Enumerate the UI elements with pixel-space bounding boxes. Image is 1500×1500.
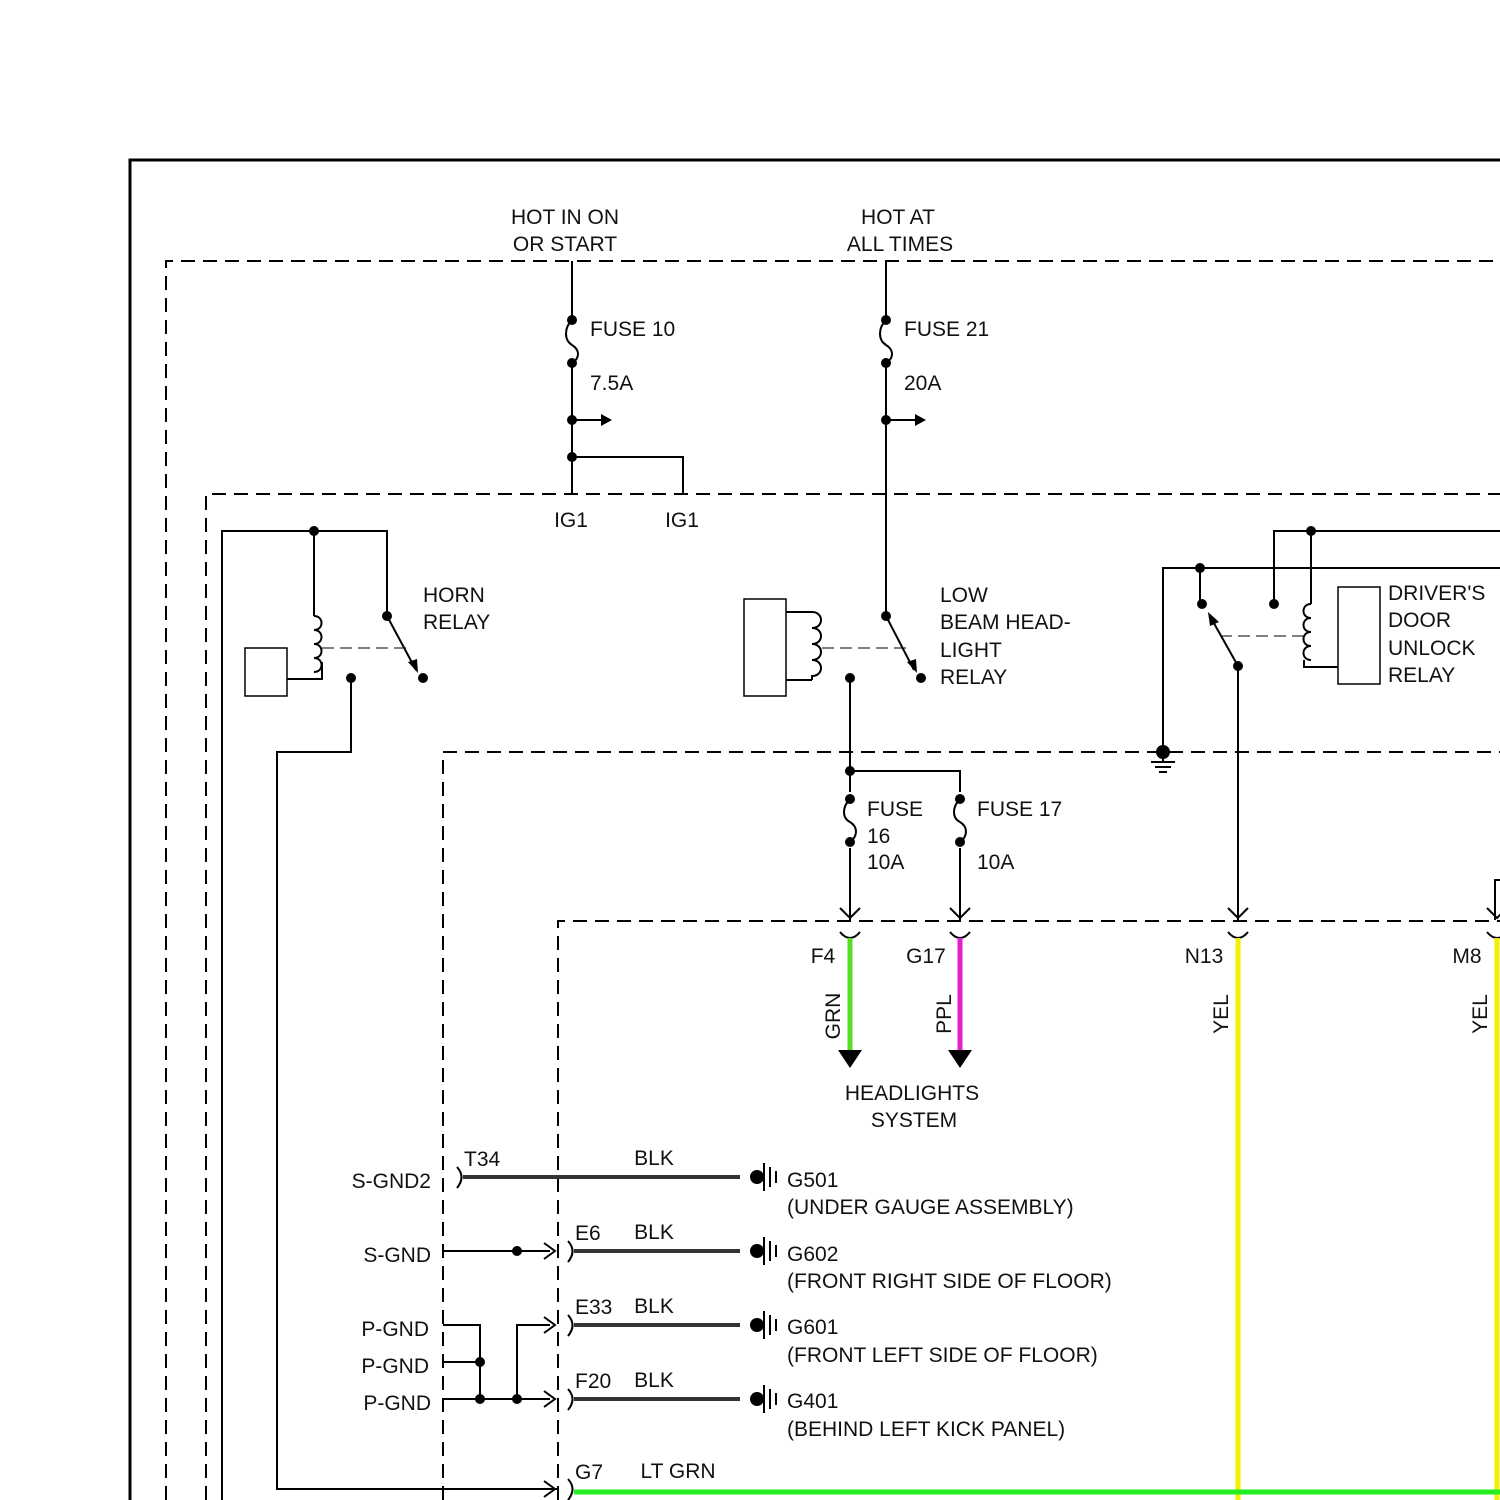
fuse-21-branch [880, 261, 926, 616]
s-gnd-label: S-GND [363, 1244, 431, 1267]
horn-relay [222, 526, 558, 1500]
headlights-system-label-2: SYSTEM [871, 1109, 957, 1132]
low-beam-relay-label-1: LOW [940, 584, 988, 607]
m8-feed-wire [1495, 880, 1500, 920]
fuse-10-name: FUSE 10 [590, 318, 675, 341]
ground-g602-location: (FRONT RIGHT SIDE OF FLOOR) [787, 1270, 1112, 1293]
wire-blk-e33: BLK [634, 1295, 674, 1318]
fuse-21-rating: 20A [904, 372, 941, 395]
p-gnd-label-1: P-GND [361, 1318, 429, 1341]
wire-blk-t34: BLK [634, 1147, 674, 1170]
wire-blk-e6: BLK [634, 1221, 674, 1244]
wire-color-yel-m8: YEL [1469, 994, 1492, 1034]
door-unlock-relay-label-2: DOOR [1388, 609, 1451, 632]
conn-e33: E33 [575, 1296, 612, 1319]
ground-g602: G602 [787, 1243, 838, 1266]
connector-f4: F4 [811, 945, 836, 968]
wire-color-yel-n13: YEL [1210, 994, 1233, 1034]
fuse-box-boundary [166, 261, 1500, 1500]
conn-f20: F20 [575, 1370, 611, 1393]
low-beam-relay [744, 599, 960, 920]
low-beam-relay-label-4: RELAY [940, 666, 1007, 689]
wire-color-ppl: PPL [933, 994, 956, 1034]
outer-frame [130, 160, 1500, 1500]
fuse-16-rating: 10A [867, 851, 904, 874]
headlights-system-label-1: HEADLIGHTS [845, 1082, 979, 1105]
ground-g501-location: (UNDER GAUGE ASSEMBLY) [787, 1196, 1074, 1219]
ground-row-t34 [457, 1163, 776, 1191]
ground-g401: G401 [787, 1390, 838, 1413]
conn-t34: T34 [464, 1148, 501, 1171]
ig1-terminal-a: IG1 [554, 509, 588, 532]
fuse-16-name-1: FUSE [867, 798, 923, 821]
low-beam-relay-label-3: LIGHT [940, 639, 1002, 662]
fuse-17-name: FUSE 17 [977, 798, 1062, 821]
door-unlock-relay-label-4: RELAY [1388, 664, 1455, 687]
fuse-21-name: FUSE 21 [904, 318, 989, 341]
ig1-terminal-b: IG1 [665, 509, 699, 532]
fuse-10-rating: 7.5A [590, 372, 633, 395]
hot-all-times-label-1: HOT AT [861, 206, 935, 229]
conn-e6: E6 [575, 1222, 601, 1245]
arrow-g17 [948, 1050, 972, 1068]
connector-pins [840, 908, 1500, 938]
low-beam-relay-label-2: BEAM HEAD- [940, 611, 1071, 634]
conn-g7: G7 [575, 1461, 603, 1484]
fuse-16-name-2: 16 [867, 825, 890, 848]
connector-n13: N13 [1185, 945, 1224, 968]
hot-on-start-label-1: HOT IN ON [511, 206, 619, 229]
s-gnd2-label: S-GND2 [352, 1170, 431, 1193]
door-unlock-relay-label-3: UNLOCK [1388, 637, 1476, 660]
ground-g501: G501 [787, 1169, 838, 1192]
ground-row-e33-f20 [443, 1311, 776, 1413]
ground-g401-location: (BEHIND LEFT KICK PANEL) [787, 1418, 1065, 1441]
arrow-f4 [838, 1050, 862, 1068]
wire-lt-grn: LT GRN [640, 1460, 715, 1483]
p-gnd-label-3: P-GND [363, 1392, 431, 1415]
hot-on-start-label-2: OR START [513, 233, 617, 256]
ground-g601-location: (FRONT LEFT SIDE OF FLOOR) [787, 1344, 1098, 1367]
ground-g601: G601 [787, 1316, 838, 1339]
wire-blk-f20: BLK [634, 1369, 674, 1392]
p-gnd-label-2: P-GND [361, 1355, 429, 1378]
horn-relay-label-2: RELAY [423, 611, 490, 634]
connector-g17: G17 [906, 945, 946, 968]
ground-row-e6 [443, 1237, 776, 1265]
connector-m8: M8 [1452, 945, 1481, 968]
door-unlock-relay-label-1: DRIVER'S [1388, 582, 1485, 605]
wire-color-grn: GRN [822, 993, 845, 1040]
horn-relay-label-1: HORN [423, 584, 485, 607]
fuse-17-rating: 10A [977, 851, 1014, 874]
hot-all-times-label-2: ALL TIMES [847, 233, 953, 256]
